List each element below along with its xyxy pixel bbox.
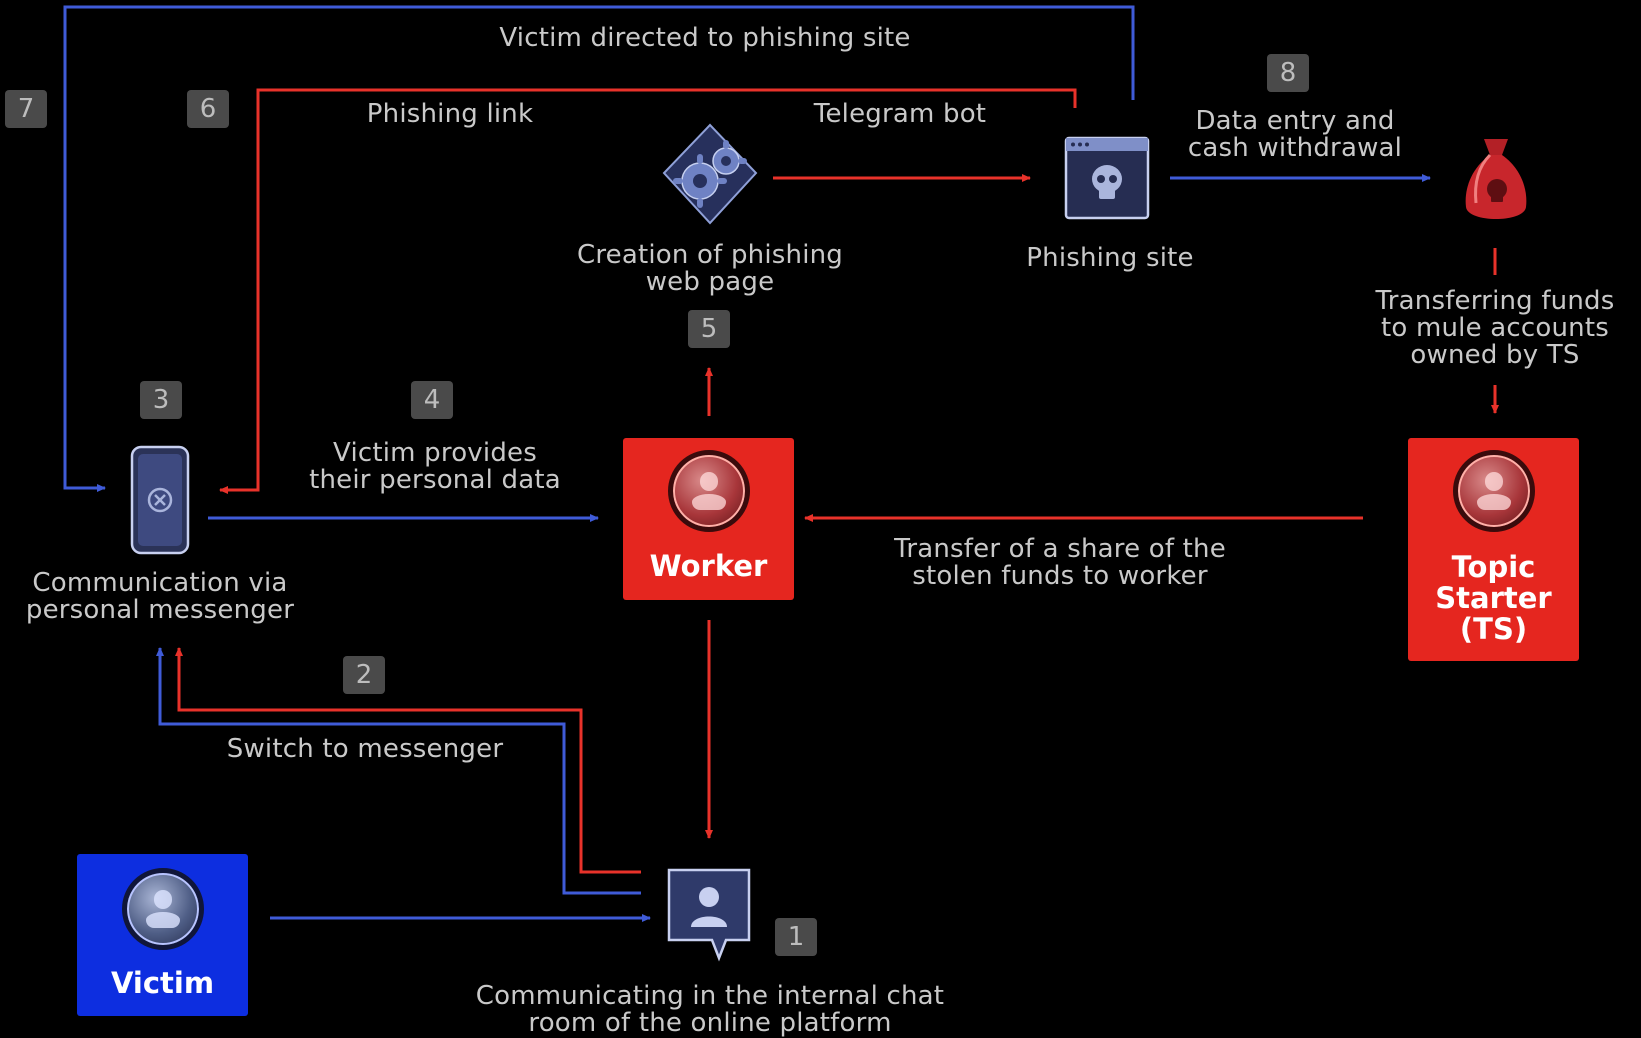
flow-line-step-6	[219, 88, 1077, 494]
step-2-label: Switch to messenger	[226, 734, 504, 764]
share-to-worker-label: Transfer of a share of the stolen funds …	[894, 534, 1226, 591]
worker-label: Worker	[649, 549, 768, 583]
smartphone-icon	[130, 445, 190, 555]
telegram-bot-label: Telegram bot	[813, 99, 987, 129]
chat-bubble-icon	[667, 868, 751, 962]
person-icon	[1453, 450, 1535, 532]
step-1-label: Communicating in the internal chat room …	[475, 981, 945, 1038]
worker-node: Worker	[623, 438, 794, 600]
topic-starter-node: Topic Starter (TS)	[1408, 438, 1579, 661]
step-7-label: Victim directed to phishing site	[499, 23, 911, 53]
step-3-label: Communication via personal messenger	[25, 568, 295, 625]
flow-line-step-7	[63, 5, 1135, 492]
step-6-label: Phishing link	[366, 99, 534, 129]
phishing-browser-icon	[1064, 136, 1150, 220]
step-badge-3: 3	[140, 381, 182, 419]
victim-label: Victim	[110, 966, 215, 1000]
phishing-site-label: Phishing site	[1026, 243, 1194, 273]
step-badge-2: 2	[343, 656, 385, 694]
step-badge-8: 8	[1267, 54, 1309, 92]
victim-node: Victim	[77, 854, 248, 1016]
gears-icon	[662, 123, 758, 225]
step-8-label: Data entry and cash withdrawal	[1187, 106, 1403, 163]
step-badge-1: 1	[775, 918, 817, 956]
flow-line-step-2-blue	[156, 647, 641, 895]
person-icon	[122, 868, 204, 950]
flow-line-step-2-red	[175, 647, 641, 874]
transfer-to-mules-label: Transferring funds to mule accounts owne…	[1375, 286, 1615, 370]
step-5-label: Creation of phishing web page	[576, 240, 844, 297]
step-badge-6: 6	[187, 90, 229, 128]
step-badge-5: 5	[688, 310, 730, 348]
step-badge-7: 7	[5, 90, 47, 128]
step-4-label: Victim provides their personal data	[309, 438, 561, 495]
topic-starter-label: Topic Starter (TS)	[1435, 550, 1552, 646]
step-badge-4: 4	[411, 381, 453, 419]
money-bag-icon	[1465, 139, 1527, 219]
person-icon	[668, 450, 750, 532]
